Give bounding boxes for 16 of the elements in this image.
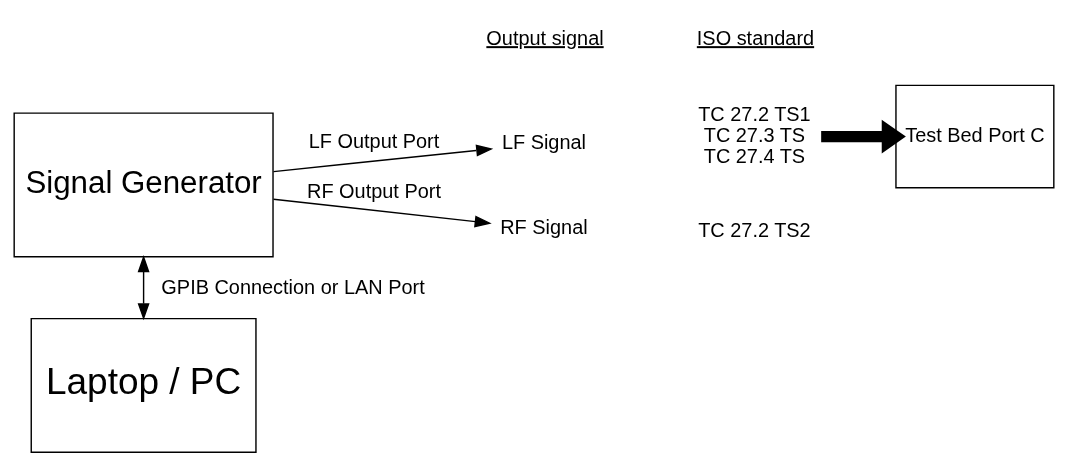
node-box: Laptop / PC bbox=[30, 317, 257, 453]
arrow bbox=[272, 198, 492, 228]
node-text: RF Signal bbox=[500, 216, 588, 239]
arrow bbox=[272, 144, 494, 173]
label: TC 27.2 TS2 bbox=[698, 219, 811, 242]
edge-label: GPIB Connection or LAN Port bbox=[161, 275, 425, 298]
node-box: Test Bed Port C bbox=[895, 84, 1055, 189]
edge-label: LF Output Port bbox=[308, 130, 440, 153]
arrow bbox=[821, 119, 906, 154]
node-text: LF Signal bbox=[501, 130, 587, 153]
node-box: Signal Generator bbox=[13, 112, 274, 258]
label: Output signal bbox=[486, 27, 604, 50]
edge-label: RF Output Port bbox=[307, 180, 441, 203]
node-text: TC 27.2 TS1 TC 27.3 TS TC 27.4 TS bbox=[698, 102, 811, 168]
arrow bbox=[137, 255, 150, 321]
label: ISO standard bbox=[696, 27, 815, 50]
